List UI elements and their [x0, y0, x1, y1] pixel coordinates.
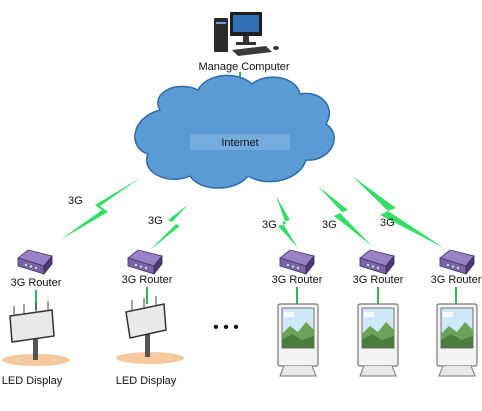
internet-cloud	[134, 74, 335, 189]
lightning-bolt-5	[352, 176, 444, 248]
link-label-5: 3G	[380, 217, 395, 229]
router-label-3: 3G Router	[272, 274, 323, 286]
router-label-4: 3G Router	[353, 274, 404, 286]
kiosk-display-1	[277, 303, 319, 377]
router-icon-2	[127, 249, 163, 275]
router-icon-4	[359, 249, 395, 275]
more-devices-ellipsis: • • •	[213, 319, 239, 336]
manage-computer-label: Manage Computer	[198, 61, 289, 73]
link-label-2: 3G	[148, 215, 163, 227]
led-display-2	[116, 296, 184, 364]
led-display-label-2: LED Display	[116, 375, 177, 387]
router-label-5: 3G Router	[431, 274, 482, 286]
lightning-bolt-3	[276, 196, 298, 248]
led-display-1	[2, 301, 70, 366]
router-icon-5	[439, 249, 475, 275]
internet-label: Internet	[221, 137, 258, 149]
router-icon-1	[17, 249, 53, 275]
link-label-4: 3G	[322, 219, 337, 231]
link-label-3: 3G	[262, 219, 277, 231]
link-label-1: 3G	[68, 195, 83, 207]
led-display-label-1: LED Display	[2, 375, 63, 387]
lightning-bolt-1	[60, 178, 140, 240]
router-icon-3	[279, 249, 315, 275]
computer-icon	[214, 12, 279, 56]
router-label-1: 3G Router	[11, 277, 62, 289]
lightning-bolt-4	[318, 186, 372, 246]
lightning-bolt-2	[150, 205, 188, 250]
router-label-2: 3G Router	[122, 274, 173, 286]
kiosk-display-2	[357, 303, 399, 377]
kiosk-display-3	[436, 303, 478, 377]
